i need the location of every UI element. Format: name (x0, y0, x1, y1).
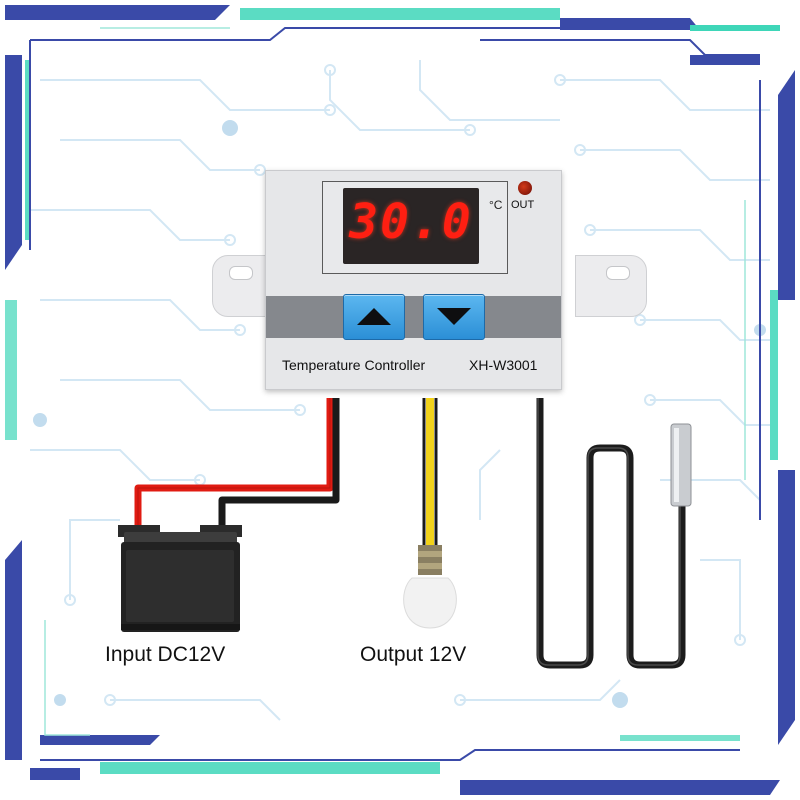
power-wire-red (134, 398, 334, 528)
bulb-image (403, 545, 457, 629)
power-wire-black (218, 398, 340, 528)
temperature-probe-image (670, 423, 692, 507)
frame-lines-light (44, 27, 746, 736)
up-button[interactable] (343, 294, 405, 340)
temperature-controller: 30.0 °C OUT Temperature Controller XH-W3… (265, 170, 562, 390)
mounting-hole (606, 266, 630, 280)
arrow-down-icon (437, 308, 471, 325)
led-display: 30.0 (343, 188, 479, 264)
temperature-readout: 30.0 (349, 194, 473, 250)
display-frame: 30.0 °C (322, 181, 508, 274)
device-model: XH-W3001 (469, 357, 538, 373)
sensor-cable (536, 398, 686, 669)
frame-lines (29, 27, 761, 761)
frame-brackets (5, 5, 795, 795)
out-label: OUT (511, 199, 535, 211)
down-button[interactable] (423, 294, 485, 340)
circuit-nodes (64, 64, 746, 706)
input-caption: Input DC12V (105, 643, 226, 666)
mounting-hole (229, 266, 253, 280)
output-caption: Output 12V (360, 643, 467, 666)
arrow-up-icon (357, 308, 391, 325)
frame-accents (5, 8, 780, 774)
mounting-ear-right (575, 255, 647, 317)
battery-image (118, 525, 242, 632)
celsius-unit-label: °C (489, 198, 503, 212)
device-title: Temperature Controller (282, 357, 426, 373)
output-indicator-led (518, 181, 532, 195)
button-panel (266, 296, 561, 338)
